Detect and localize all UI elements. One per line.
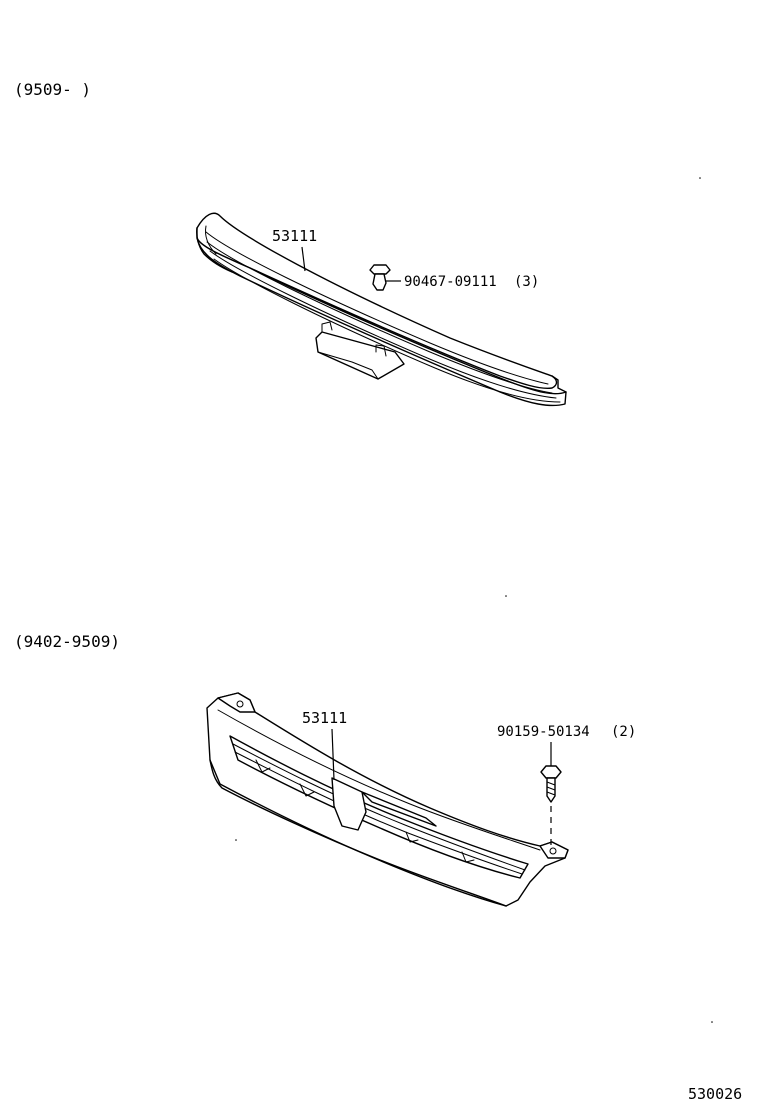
screw-part-number: 90159-50134 (497, 724, 590, 740)
section-upper-range-label: (9509- ) (14, 80, 91, 99)
clip-quantity: (3) (514, 274, 539, 290)
grille-upper-part-number: 53111 (272, 227, 317, 245)
diagram-id: 530026 (688, 1085, 742, 1103)
grille-lower-drawing[interactable] (206, 692, 569, 907)
grille-upper-leader (301, 246, 306, 272)
section-upper: (9509- ) 53111 (14, 80, 567, 407)
section-lower-range-label: (9402-9509) (14, 632, 120, 651)
clip-fastener-icon[interactable] (369, 264, 391, 291)
grille-upper-drawing[interactable] (196, 212, 567, 407)
grille-lower-leader (331, 728, 335, 781)
screw-icon[interactable] (540, 765, 562, 803)
section-lower: (9402-9509) (14, 632, 636, 907)
grille-lower-part-number: 53111 (302, 709, 347, 727)
clip-part-number: 90467-09111 (404, 274, 497, 290)
screw-quantity: (2) (611, 724, 636, 740)
